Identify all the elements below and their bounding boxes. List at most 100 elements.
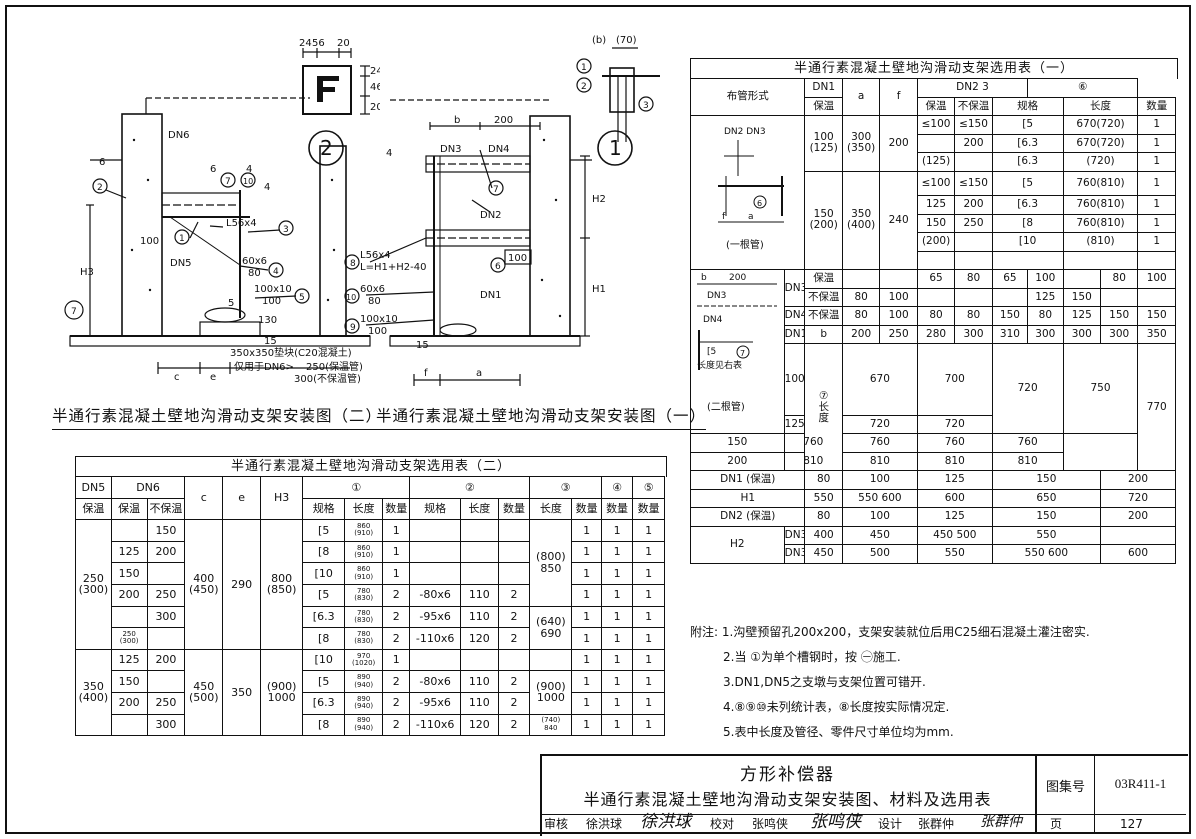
table-cell: 810 [783,451,843,472]
detail-dim-4: 24 [370,66,380,77]
detail-dim-2: 56 [312,38,325,49]
cell-text: 150 [999,309,1020,322]
table-cell: 1 [632,540,665,564]
cell-text: [5 [318,674,330,688]
cell-text: 2 [510,674,518,688]
cell-text: 2 [392,610,400,624]
atlas-label: 图集号 [1045,780,1085,795]
table-cell: a [841,78,881,116]
cell-text: 1 [645,523,653,537]
detail-dim-1: 24 [299,38,312,49]
cell-text: 770 [1146,400,1167,413]
cell-text: 长 [818,400,829,413]
cell-text: 400 [813,528,834,541]
cell-text: [5 [318,588,330,602]
table-cell [841,269,881,289]
table-cell: 150 [110,562,148,585]
label-h1: H1 [592,284,606,295]
reviewer-name: 徐洪球 [586,817,623,831]
table-cell: 2 [382,670,411,693]
table-cell: 2 [382,691,411,715]
table-cell: 550 [804,488,843,509]
table-cell: e [222,475,262,521]
circle-number-2: 2 [320,136,333,160]
cell-text: 1 [645,610,653,624]
cell-text: 规格 [312,502,335,516]
table-cell [146,670,186,693]
label-a: a [476,368,482,379]
table-cell: 1 [632,670,665,693]
table-cell: 700 [916,343,993,416]
callout-10: 10 [346,293,356,302]
cell-text: 2 [510,588,518,602]
table-cell [916,287,956,308]
table-cell: 350(400) [841,170,881,271]
label-block2: 仅用于DN6> [234,361,294,373]
table-cell: 1 [571,583,602,607]
cell-text: 780 [356,586,371,595]
table-cell: [10 [302,648,346,672]
table-cell: 300 [1062,324,1101,345]
cell-text: 1 [392,566,400,580]
table-cell: 80 [1027,306,1064,326]
table-cell: 110 [459,605,499,629]
table-cell: 长度 [1062,96,1139,116]
cell-text: ≤150 [959,176,988,189]
table-cell [146,627,186,650]
table-cell: 1 [571,713,602,737]
cell-text: 500 [869,547,890,560]
table-cell: 125 [110,540,148,564]
callout-4: 4 [273,267,279,277]
table-cell [916,133,956,153]
sch1-callout: 6 [757,199,762,208]
cell-text: 860 [356,543,371,552]
table-cell: 110 [459,691,499,715]
cell-text: (910) [354,529,374,538]
cell-text: 1000 [536,691,565,705]
cell-text: 550 [944,547,965,560]
table-cell: 760(810) [1062,170,1139,197]
cell-text: 670(720) [1076,136,1125,149]
cell-text: 970 [356,651,371,660]
table-cell: f [879,78,918,116]
cell-text: DN1 [812,81,835,94]
cell-text: 1 [583,674,591,688]
table-cell: 650 [991,488,1101,509]
cell-text: 200 [1127,473,1148,486]
cell-text: 125 [118,545,140,559]
label-dn5: DN5 [170,258,192,269]
weld-size-5: 4 [264,182,270,193]
cell-text: (830) [354,615,374,624]
atlas-number: 03R411-1 [1114,776,1167,791]
table-cell: 810 [841,451,918,472]
table-cell: [8 [302,627,346,650]
table-cell: ≤150 [954,115,993,135]
cell-text: H1 [740,491,756,504]
table-cell: [5 [991,115,1064,135]
table-cell: 1 [600,540,634,564]
cell-text: DN2 3 [956,81,989,94]
table-cell: (720) [1062,152,1139,172]
cell-text: DN3 [784,281,804,294]
table-cell: 720 [1099,488,1177,509]
table-cell: -110x6 [409,713,461,737]
table-row: 保温保温不保温规格长度数量规格长度数量长度数量数量数量 [75,497,665,521]
cell-text: 2 [392,674,400,688]
table-cell: 120 [459,627,499,650]
label-dim100: 100 [140,236,159,247]
cell-text: 250 [888,327,909,340]
table-cell: 65 [916,269,956,289]
cell-text: 300 [851,131,872,144]
label-dim15: 15 [416,340,429,351]
cell-text: 80 [817,510,831,523]
cell-text: 2 [510,718,518,732]
cell-text: 110 [468,674,490,688]
table-cell: 1 [571,670,602,693]
table-cell: 125 [110,648,148,672]
table-cell: 300 [1099,324,1139,345]
cell-text: 长度 [539,502,562,516]
table-cell: 720 [841,414,918,435]
